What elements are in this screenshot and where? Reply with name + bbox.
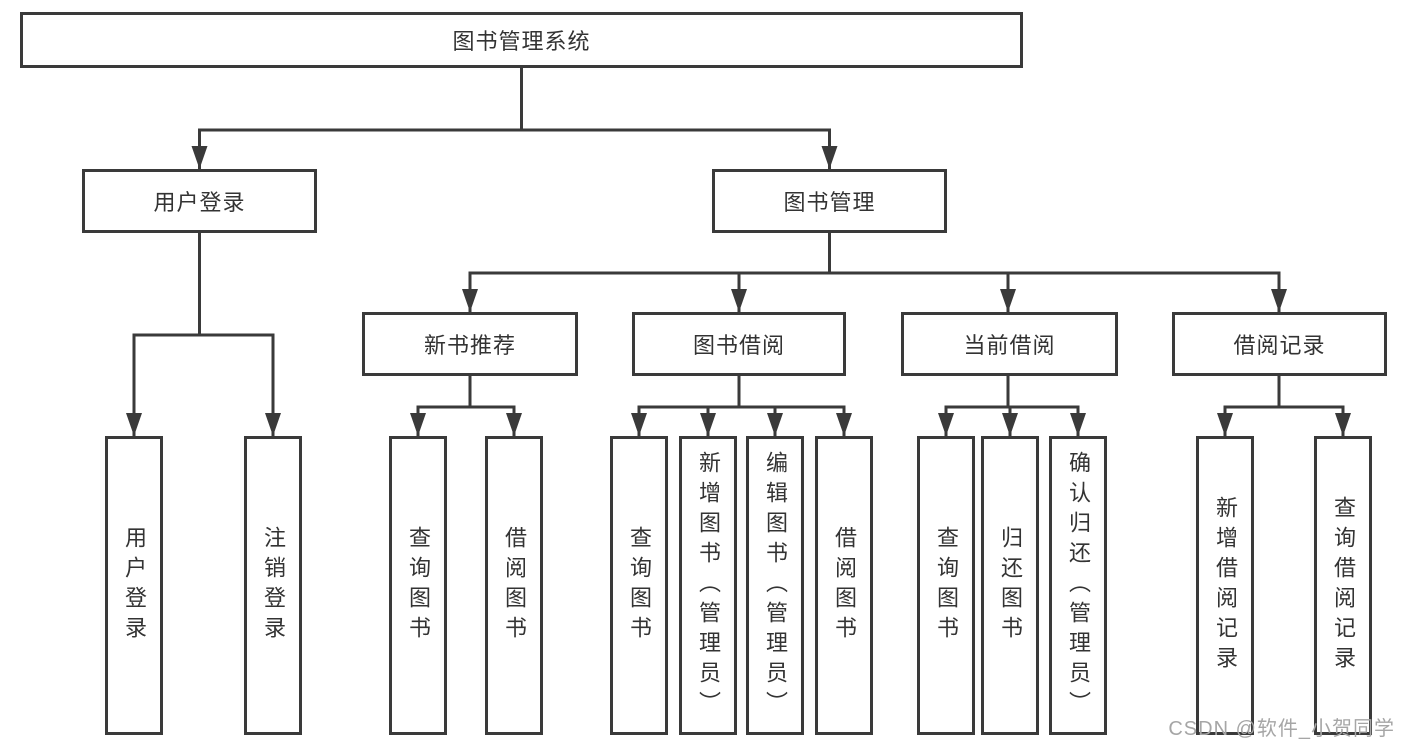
arrowhead-icon xyxy=(938,413,954,436)
node-label: 新增借阅记录 xyxy=(1213,495,1238,676)
node-book-management: 图书管理 xyxy=(712,169,947,233)
node-label: 编辑图书（管理员） xyxy=(763,450,788,721)
arrowhead-icon xyxy=(1000,289,1016,312)
arrowhead-icon xyxy=(821,146,838,169)
node-label: 图书管理系统 xyxy=(452,29,591,54)
node-new-book-recommend: 新书推荐 xyxy=(362,312,578,376)
node-label: 用户登录 xyxy=(122,525,147,646)
arrowhead-icon xyxy=(700,413,716,436)
leaf-edit-books-admin: 编辑图书（管理员） xyxy=(746,436,804,735)
node-label: 注销登录 xyxy=(261,525,286,646)
arrowhead-icon xyxy=(1217,413,1233,436)
node-label: 借阅图书 xyxy=(832,525,857,646)
connector-path xyxy=(637,405,846,436)
arrowhead-icon xyxy=(731,289,747,312)
arrowhead-icon xyxy=(506,413,522,436)
arrowhead-icon xyxy=(1271,289,1287,312)
leaf-add-books-admin: 新增图书（管理员） xyxy=(679,436,737,735)
leaf-logout: 注销登录 xyxy=(244,436,302,735)
arrowhead-icon xyxy=(836,413,852,436)
node-label: 查询借阅记录 xyxy=(1331,495,1356,676)
leaf-borrow-books: 借阅图书 xyxy=(815,436,873,735)
node-label: 查询图书 xyxy=(406,525,431,646)
node-library-system: 图书管理系统 xyxy=(20,12,1023,68)
node-label: 借阅记录 xyxy=(1233,333,1326,358)
node-label: 查询图书 xyxy=(934,525,959,646)
connector-path xyxy=(1223,405,1345,436)
node-label: 用户登录 xyxy=(153,190,246,215)
arrowhead-icon xyxy=(126,413,142,436)
node-label: 当前借阅 xyxy=(963,333,1056,358)
arrowhead-icon xyxy=(1335,413,1351,436)
node-label: 借阅图书 xyxy=(502,525,527,646)
arrowhead-icon xyxy=(410,413,426,436)
csdn-watermark: CSDN @软件_小贺同学 xyxy=(1168,718,1395,740)
arrowhead-icon xyxy=(767,413,783,436)
leaf-query-books-current: 查询图书 xyxy=(917,436,975,735)
connector-path xyxy=(198,128,831,169)
leaf-borrow-books-recommend: 借阅图书 xyxy=(485,436,543,735)
node-current-borrow: 当前借阅 xyxy=(901,312,1118,376)
leaf-return-books: 归还图书 xyxy=(981,436,1039,735)
connector-path xyxy=(416,405,516,436)
arrowhead-icon xyxy=(631,413,647,436)
leaf-query-borrow-record: 查询借阅记录 xyxy=(1314,436,1372,735)
connector-path xyxy=(132,333,275,436)
connector-path xyxy=(468,271,1281,312)
node-user-login: 用户登录 xyxy=(82,169,317,233)
arrowhead-icon xyxy=(265,413,281,436)
leaf-add-borrow-record: 新增借阅记录 xyxy=(1196,436,1254,735)
leaf-user-login: 用户登录 xyxy=(105,436,163,735)
node-label: 确认归还（管理员） xyxy=(1066,450,1091,721)
leaf-confirm-return-admin: 确认归还（管理员） xyxy=(1049,436,1107,735)
arrowhead-icon xyxy=(462,289,478,312)
leaf-query-books-borrow: 查询图书 xyxy=(610,436,668,735)
leaf-query-books-recommend: 查询图书 xyxy=(389,436,447,735)
node-label: 查询图书 xyxy=(627,525,652,646)
arrowhead-icon xyxy=(1070,413,1086,436)
node-label: 新书推荐 xyxy=(423,333,516,358)
node-borrow-records: 借阅记录 xyxy=(1172,312,1387,376)
node-book-borrow: 图书借阅 xyxy=(632,312,846,376)
node-label: 新增图书（管理员） xyxy=(696,450,721,721)
node-label: 图书借阅 xyxy=(692,333,785,358)
node-label: 图书管理 xyxy=(783,190,876,215)
arrowhead-icon xyxy=(191,146,208,169)
node-label: 归还图书 xyxy=(998,525,1023,646)
arrowhead-icon xyxy=(1002,413,1018,436)
